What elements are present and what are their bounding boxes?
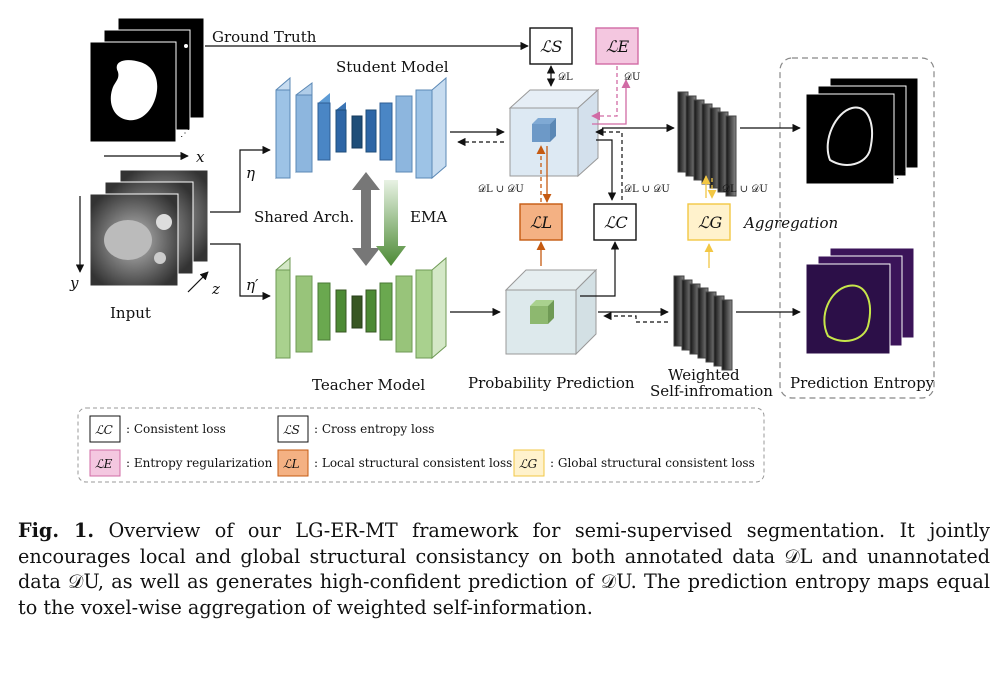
axis-y-label: y — [69, 274, 79, 292]
teacher-model-label: Teacher Model — [312, 376, 425, 394]
legend-ll-swatch — [277, 449, 309, 477]
teacher-entropy-stack — [805, 247, 915, 355]
aggregation-label: Aggregation — [742, 214, 838, 232]
legend-lg-swatch — [513, 449, 545, 477]
prediction-entropy-frame — [779, 57, 935, 399]
ls-loss-text: ℒS — [540, 37, 563, 56]
lc-loss-box — [593, 203, 637, 241]
lg-loss-text: ℒG — [698, 213, 723, 232]
ll-loss-text: ℒL — [530, 213, 552, 232]
student-model — [275, 76, 447, 180]
legend-ls-desc: : Cross entropy loss — [314, 422, 434, 436]
caption-label: Fig. 1. — [18, 519, 95, 542]
eta-label: η — [246, 164, 255, 182]
legend-lc-desc: : Consistent loss — [126, 422, 226, 436]
framework-diagram: ⋰ x y z Input Ground Truth η η′ — [69, 17, 935, 483]
ema-arrow — [376, 180, 406, 266]
weighted-label-line1: Weighted — [668, 366, 740, 384]
figure-caption: Fig. 1. Overview of our LG-ER-MT framewo… — [18, 518, 990, 620]
legend-ll-symbol: ℒL — [283, 457, 300, 471]
legend-le-swatch — [89, 449, 121, 477]
axis-z-label: z — [211, 280, 220, 298]
prediction-entropy-label: Prediction Entropy — [790, 374, 935, 392]
teacher-model — [275, 256, 447, 360]
student-model-label: Student Model — [336, 58, 449, 76]
legend-lg-desc: : Global structural consistent loss — [550, 456, 755, 470]
legend-ls-swatch — [277, 415, 309, 443]
axis-x-label: x — [196, 148, 205, 166]
input-ct-stack — [89, 169, 209, 287]
le-loss-box — [595, 27, 639, 65]
legend-le-symbol: ℒE — [95, 457, 113, 471]
student-self-info-stack — [677, 91, 737, 197]
weighted-label-line2: Self-infromation — [650, 382, 773, 400]
svg-text:⋰: ⋰ — [180, 128, 190, 139]
le-loss-text: ℒE — [606, 37, 630, 56]
legend: ℒC : Consistent loss ℒS : Cross entropy … — [77, 407, 765, 483]
teacher-self-info-stack — [673, 275, 733, 371]
dl-du-right-label: 𝒟L ∪ 𝒟U — [722, 184, 768, 195]
probability-prediction-label: Probability Prediction — [468, 374, 635, 392]
dl-du-left-label: 𝒟L ∪ 𝒟U — [478, 184, 524, 195]
legend-lc-swatch — [89, 415, 121, 443]
legend-lc-symbol: ℒC — [95, 423, 113, 437]
student-probability-cube — [508, 88, 600, 178]
ground-truth-stack: ⋰ — [89, 17, 205, 143]
du-label: 𝒟U — [624, 72, 640, 83]
ll-loss-box — [519, 203, 563, 241]
legend-ll-desc: : Local structural consistent loss — [314, 456, 512, 470]
student-entropy-stack: ⋰ — [805, 77, 919, 185]
legend-lg-symbol: ℒG — [519, 457, 538, 471]
legend-le-desc: : Entropy regularization — [126, 456, 273, 470]
ground-truth-label: Ground Truth — [212, 28, 317, 46]
ls-loss-box — [529, 27, 573, 65]
lc-loss-text: ℒC — [604, 213, 628, 232]
input-label: Input — [110, 304, 151, 322]
ema-label: EMA — [410, 208, 447, 226]
shared-arch-arrow — [352, 172, 380, 266]
dl-du-mid-label: 𝒟L ∪ 𝒟U — [624, 184, 670, 195]
caption-text: Overview of our LG-ER-MT framework for s… — [18, 519, 990, 619]
dl-label: 𝒟L — [558, 72, 573, 83]
shared-arch-label: Shared Arch. — [254, 208, 354, 226]
legend-ls-symbol: ℒS — [283, 423, 300, 437]
svg-text:⋰: ⋰ — [896, 170, 906, 181]
teacher-probability-cube — [504, 268, 598, 356]
lg-loss-box — [687, 203, 731, 241]
eta-prime-label: η′ — [246, 276, 259, 294]
